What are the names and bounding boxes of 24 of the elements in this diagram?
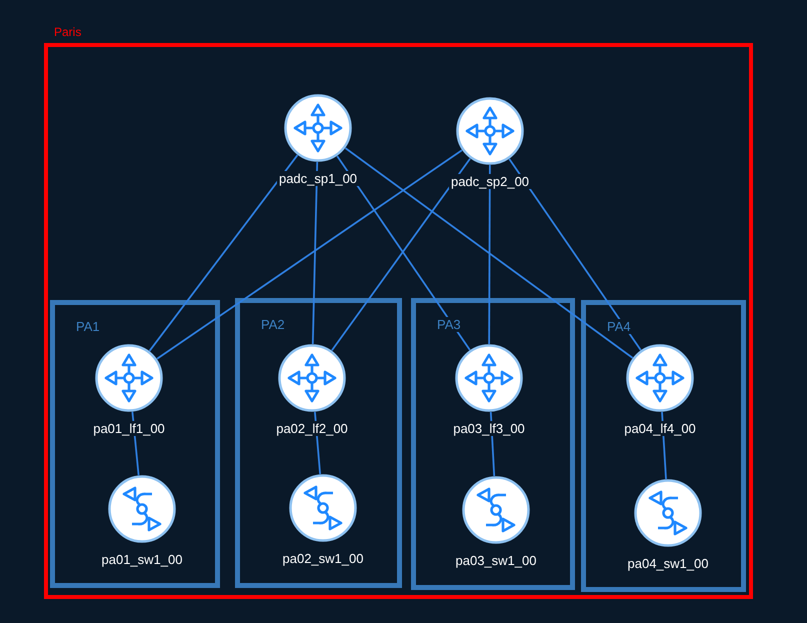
group-boundary bbox=[50, 300, 220, 588]
link-line bbox=[488, 165, 491, 344]
device-label: padc_sp1_00 bbox=[276, 171, 360, 186]
link-line bbox=[344, 147, 634, 359]
device-label: padc_sp2_00 bbox=[448, 174, 532, 189]
group-boundary bbox=[411, 298, 575, 590]
device-label: pa02_sw1_00 bbox=[280, 551, 366, 566]
link-line bbox=[156, 149, 462, 360]
group-boundary bbox=[235, 298, 402, 588]
group-label: PA3 bbox=[435, 317, 463, 332]
link-line bbox=[148, 154, 298, 352]
group-boundary bbox=[581, 300, 746, 592]
group-label: PA1 bbox=[74, 319, 102, 334]
device-label: pa03_sw1_00 bbox=[454, 553, 538, 568]
site-label: Paris bbox=[54, 25, 82, 39]
device-label: pa01_sw1_00 bbox=[100, 552, 184, 567]
group-label: PA2 bbox=[259, 317, 287, 332]
device-label: pa03_lf3_00 bbox=[451, 421, 527, 436]
device-label: pa04_lf4_00 bbox=[622, 421, 698, 436]
link-line bbox=[312, 162, 318, 344]
device-label: pa02_lf2_00 bbox=[274, 421, 350, 436]
device-label: pa01_lf1_00 bbox=[91, 421, 167, 436]
device-label: pa04_sw1_00 bbox=[626, 556, 710, 571]
group-label: PA4 bbox=[605, 319, 633, 334]
